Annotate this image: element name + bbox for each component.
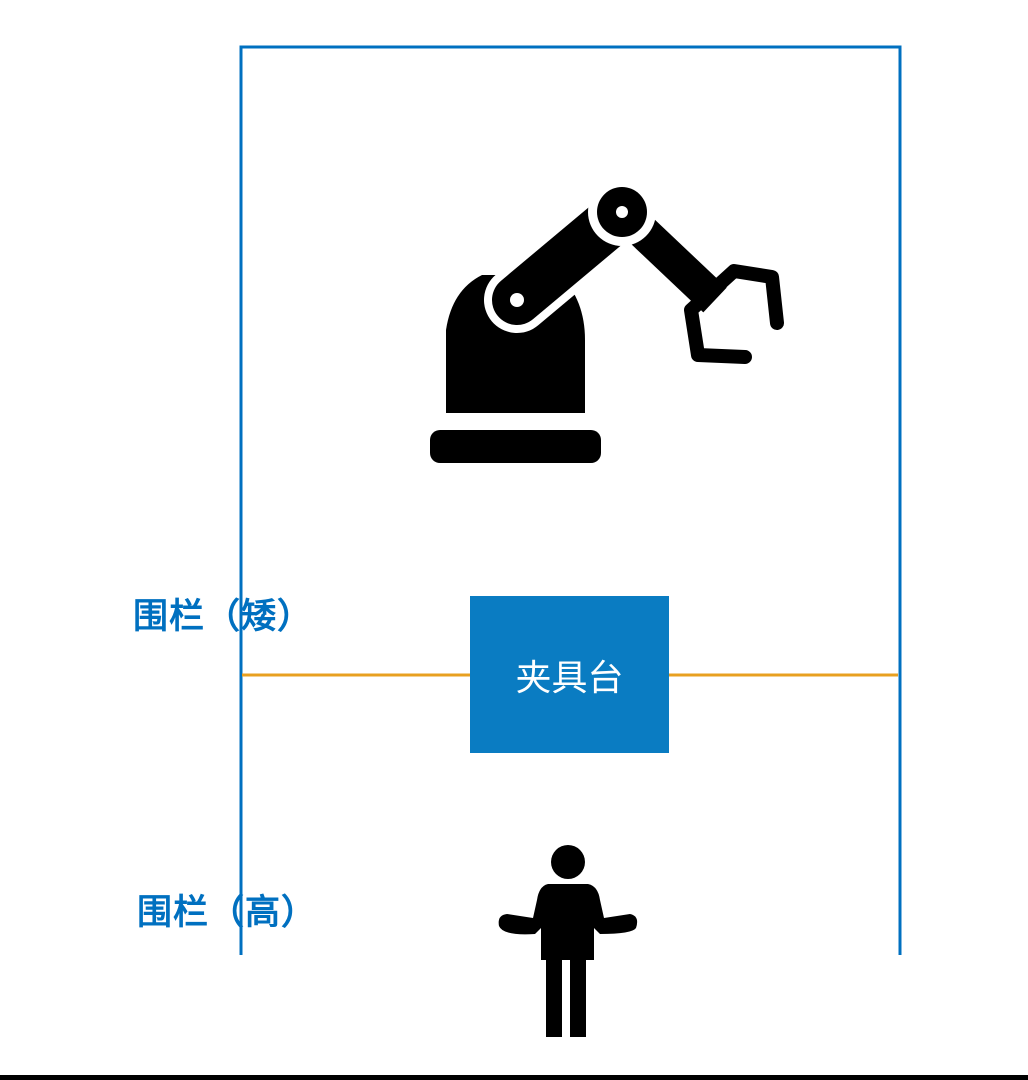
fixture-table: 夹具台 — [470, 596, 669, 753]
fixture-table-label: 夹具台 — [515, 657, 624, 699]
floor-line — [0, 1075, 1028, 1080]
high-fence — [239, 45, 902, 955]
person-icon — [498, 845, 638, 1037]
fence-high-label: 围栏（高） — [137, 893, 318, 933]
robot-arm-icon — [430, 178, 784, 463]
fence-low-label: 围栏（矮） — [133, 597, 314, 637]
